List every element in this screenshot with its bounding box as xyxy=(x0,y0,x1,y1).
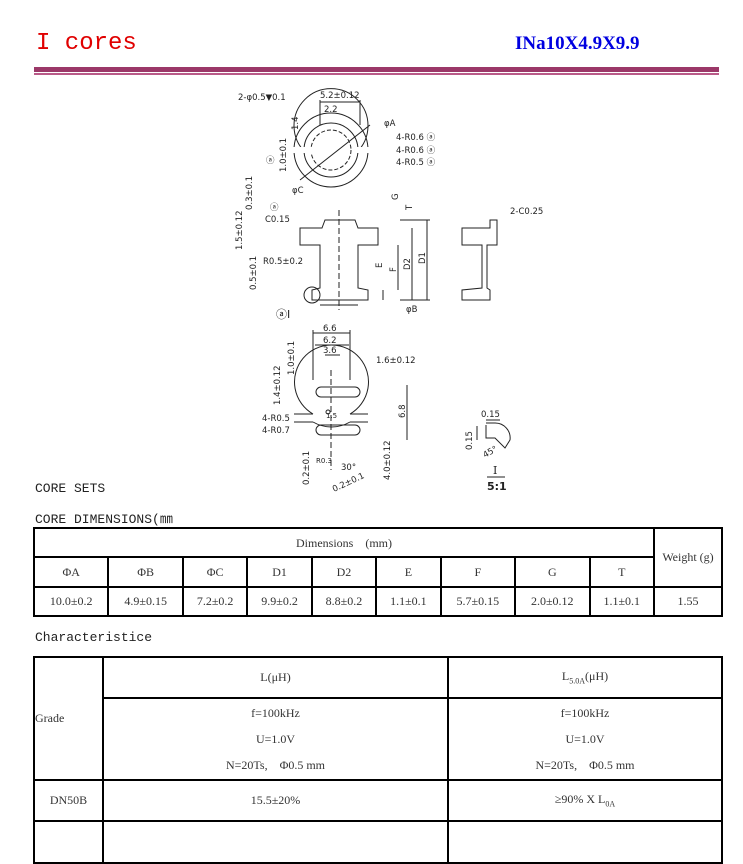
svg-text:I: I xyxy=(493,464,497,477)
dimension-header-3: D1 xyxy=(246,556,313,588)
svg-text:1.4±0.12: 1.4±0.12 xyxy=(273,365,283,405)
detail-labels: 0.15 0.15 45° I 5:1 xyxy=(465,410,507,493)
svg-text:0.5±0.1: 0.5±0.1 xyxy=(249,256,259,290)
svg-text:0.15: 0.15 xyxy=(465,431,475,450)
svg-text:4-R0.7: 4-R0.7 xyxy=(262,426,290,436)
dimension-header-5: E xyxy=(375,556,442,588)
empty-row xyxy=(33,820,723,864)
dimension-value-7: 2.0±0.12 xyxy=(514,586,591,617)
core-technical-drawing: 2-φ0.5▼0.1 5.2±0.12 2.2 1.4 φA 4-R0.6 ⓐ … xyxy=(235,88,543,495)
top-view-labels: 2-φ0.5▼0.1 5.2±0.12 2.2 1.4 φA 4-R0.6 ⓐ … xyxy=(238,91,436,196)
svg-text:2-C0.25: 2-C0.25 xyxy=(510,207,543,217)
weight-header: Weight (g) xyxy=(653,527,723,588)
dimension-value-2: 7.2±0.2 xyxy=(181,586,249,617)
dimension-value-1: 4.9±0.15 xyxy=(107,586,184,617)
svg-text:ⓐI: ⓐI xyxy=(276,308,290,321)
dimension-header-4: D2 xyxy=(310,556,378,588)
svg-text:0.15: 0.15 xyxy=(481,410,500,420)
dimension-value-5: 1.1±0.1 xyxy=(375,586,442,617)
dimension-header-1: ΦB xyxy=(107,556,184,588)
svg-text:2-φ0.5▼0.1: 2-φ0.5▼0.1 xyxy=(238,93,286,103)
svg-text:G: G xyxy=(391,193,401,200)
svg-text:0.2±0.1: 0.2±0.1 xyxy=(331,471,366,495)
svg-text:φC: φC xyxy=(292,186,304,196)
dimension-value-6: 5.7±0.15 xyxy=(439,586,517,617)
table-row: DN50B 15.5±20% ≥90% X L0A xyxy=(33,779,723,822)
svg-text:5.2±0.12: 5.2±0.12 xyxy=(320,91,360,101)
dimension-value-8: 1.1±0.1 xyxy=(588,586,655,617)
bottom-view-labels: 6.6 6.2 3.6 1.6±0.12 1.0±0.1 1.4±0.12 4-… xyxy=(262,324,416,495)
svg-text:R0.3: R0.3 xyxy=(316,457,332,465)
svg-text:4-R0.6 ⓐ: 4-R0.6 ⓐ xyxy=(396,133,436,143)
svg-text:E: E xyxy=(375,263,385,268)
side-view xyxy=(299,210,498,310)
dimension-header-2: ΦC xyxy=(181,556,249,588)
grade-label: Grade xyxy=(33,656,104,781)
svg-text:ⓐ: ⓐ xyxy=(270,203,279,213)
svg-text:F: F xyxy=(389,267,399,272)
svg-text:D1: D1 xyxy=(418,252,428,264)
section-core-dimensions: CORE DIMENSIONS(㎜ xyxy=(35,512,173,527)
dimension-header-0: ΦA xyxy=(32,556,110,588)
svg-text:5:1: 5:1 xyxy=(487,480,507,493)
svg-text:6.8: 6.8 xyxy=(398,404,408,418)
dimension-header-6: F xyxy=(439,556,517,588)
dimension-header-7: G xyxy=(514,556,591,588)
svg-text:6.6: 6.6 xyxy=(323,324,337,334)
svg-text:C0.15: C0.15 xyxy=(265,215,290,225)
model-number: INa10X4.9X9.9 xyxy=(515,33,640,54)
svg-text:2.2: 2.2 xyxy=(324,105,338,115)
detail-view xyxy=(476,419,511,449)
svg-text:0.2±0.1: 0.2±0.1 xyxy=(302,451,312,485)
svg-text:3.6: 3.6 xyxy=(323,346,337,356)
svg-text:0.3±0.1: 0.3±0.1 xyxy=(245,176,255,210)
l-value: 15.5±20% xyxy=(102,779,449,822)
svg-text:1.0±0.1: 1.0±0.1 xyxy=(279,138,289,172)
l-bias-header: L5.0A(μH) xyxy=(447,656,723,699)
svg-text:T: T xyxy=(405,204,415,211)
l-bias-value: ≥90% X L0A xyxy=(447,779,723,822)
svg-text:1.4: 1.4 xyxy=(291,116,301,130)
dimension-value-3: 9.9±0.2 xyxy=(246,586,313,617)
dimension-value-4: 8.8±0.2 xyxy=(310,586,378,617)
svg-text:4.0±0.12: 4.0±0.12 xyxy=(383,440,393,480)
l-header: L(μH) xyxy=(102,656,449,699)
grade-value: DN50B xyxy=(33,779,104,822)
bottom-view xyxy=(294,330,408,470)
svg-text:1.0±0.1: 1.0±0.1 xyxy=(287,341,297,375)
svg-text:4-R0.6 ⓐ: 4-R0.6 ⓐ xyxy=(396,146,436,156)
svg-text:D2: D2 xyxy=(403,258,413,270)
weight-value: 1.55 xyxy=(653,586,723,617)
svg-text:R0.5±0.2: R0.5±0.2 xyxy=(263,257,303,267)
header-divider-thin xyxy=(34,73,719,75)
dimensions-group-header: Dimensions (mm) xyxy=(33,527,655,558)
section-characteristics: Characteristice xyxy=(35,630,153,645)
svg-text:1.5±0.12: 1.5±0.12 xyxy=(235,210,245,250)
svg-text:φB: φB xyxy=(406,305,418,315)
svg-text:30°: 30° xyxy=(341,463,356,473)
page-title: I cores xyxy=(36,30,137,57)
header-divider xyxy=(34,67,719,72)
svg-text:1.6±0.12: 1.6±0.12 xyxy=(376,356,416,366)
svg-text:4-R0.5 ⓐ: 4-R0.5 ⓐ xyxy=(396,158,436,168)
section-core-sets: CORE SETS xyxy=(35,481,106,496)
svg-text:1.5: 1.5 xyxy=(326,412,337,420)
side-view-labels: ⓐ 0.3±0.1 C0.15 1.5±0.12 R0.5±0.2 0.5±0.… xyxy=(235,176,543,321)
dimension-header-8: T xyxy=(588,556,655,588)
svg-text:45°: 45° xyxy=(482,444,500,460)
top-view xyxy=(290,88,374,188)
svg-text:ⓐ: ⓐ xyxy=(266,156,275,166)
svg-text:φA: φA xyxy=(384,119,396,129)
svg-text:6.2: 6.2 xyxy=(323,336,337,346)
dimension-value-0: 10.0±0.2 xyxy=(32,586,110,617)
svg-text:4-R0.5: 4-R0.5 xyxy=(262,414,290,424)
